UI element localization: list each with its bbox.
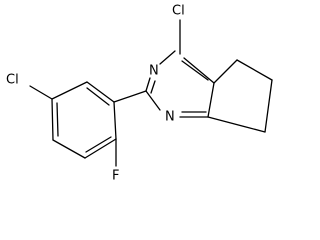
atom-label-cl-top: Cl <box>172 4 185 19</box>
bond-c5-c6 <box>236 59 273 81</box>
pyrimidine-ring <box>145 50 215 118</box>
bond-c4a-c4 <box>183 57 215 84</box>
bond-ar1-ar2-inner <box>86 87 110 106</box>
bond-n3-c2 <box>145 77 151 92</box>
atom-label-n1: N <box>165 110 175 125</box>
atom-label-cl-left: Cl <box>6 73 19 88</box>
bond-ar6-ar1 <box>113 101 117 140</box>
bond-c4a-c5 <box>213 59 238 84</box>
chemical-structure-diagram: Cl N N Cl F <box>6 4 273 184</box>
bond-ar-cl <box>29 85 53 100</box>
bond-c2-aryl <box>113 90 147 103</box>
bond-ar2-ar3 <box>51 81 88 100</box>
bond-ar3-ar4 <box>51 98 54 141</box>
benzene-ring <box>51 81 117 159</box>
atom-label-n3: N <box>149 64 159 79</box>
bond-ar4-ar5 <box>52 139 86 159</box>
atom-label-f: F <box>112 169 119 184</box>
bond-ar3-ar4-inner <box>56 102 59 137</box>
bond-ar1-ar2 <box>86 81 115 103</box>
bond-c7-c7a <box>207 116 266 133</box>
bond-c4-n3 <box>159 50 176 65</box>
bond-c4a-c4-inner <box>181 60 209 81</box>
bond-c7a-c4a <box>207 82 215 118</box>
bond-ar5-ar6-inner <box>85 136 112 153</box>
bond-ar5-ar6 <box>84 138 117 159</box>
bond-c6-c7 <box>264 79 273 133</box>
bond-c2-n1 <box>145 90 161 111</box>
cyclopenta-ring <box>207 59 273 133</box>
bond-n3-c2-inner <box>150 80 156 94</box>
